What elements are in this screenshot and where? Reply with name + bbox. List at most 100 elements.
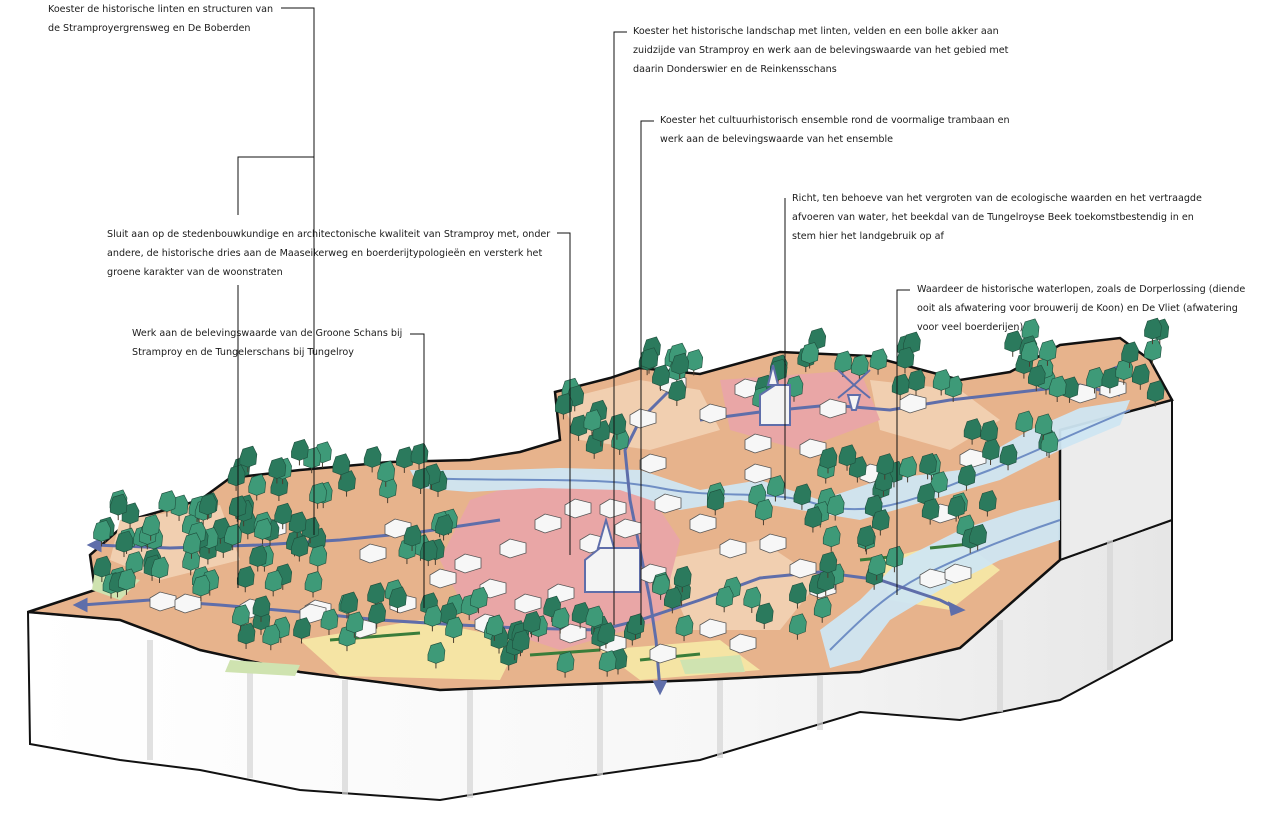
leader-line [281, 7, 315, 535]
house-icon [729, 633, 757, 654]
house-icon [899, 393, 927, 414]
tree-icon [947, 495, 966, 522]
arrow-icon [72, 597, 88, 613]
tree-icon [851, 354, 869, 381]
house-icon [919, 568, 947, 589]
annotation-urban-quality: Sluit aan op de stedenbouwkundige en arc… [107, 225, 550, 282]
annotation-line: zuidzijde van Stramproy en werk aan de b… [633, 45, 1009, 56]
tree-icon [706, 488, 725, 516]
tree-icon [896, 346, 915, 374]
tree-icon [875, 469, 893, 497]
tree-icon [183, 532, 201, 559]
tree-icon [346, 611, 364, 638]
tree-icon [227, 464, 246, 491]
green-meadow [680, 655, 745, 674]
tree-icon [819, 551, 838, 578]
annotation-historic-ribbons: Koester de historische linten en structu… [48, 0, 273, 38]
tree-icon [435, 514, 453, 541]
tree-icon [969, 523, 987, 551]
tree-icon [932, 369, 951, 396]
tree-icon [668, 379, 687, 406]
house-icon [744, 463, 772, 484]
tree-icon [199, 493, 217, 520]
tree-icon [192, 574, 211, 602]
annotation-line: Waardeer de historische waterlopen, zoal… [917, 284, 1246, 295]
church-icon [584, 516, 641, 593]
tree-icon [585, 605, 604, 632]
annotation-line: voor veel boerderijen) [917, 322, 1024, 333]
arrow-icon [652, 680, 668, 696]
tree-icon [1144, 338, 1162, 366]
annotation-tramway-ensemble: Koester het cultuurhistorisch ensemble r… [660, 111, 1010, 149]
house-icon [944, 563, 972, 584]
house-icon [699, 618, 727, 639]
tree-icon [109, 493, 128, 521]
tree-icon [1115, 358, 1134, 385]
tree-icon [142, 514, 160, 541]
tree-icon [237, 622, 256, 649]
annotation-line: Koester de historische linten en structu… [48, 4, 274, 15]
tree-icon [755, 498, 773, 526]
church-icon [759, 364, 791, 426]
house-icon [534, 513, 562, 534]
tree-icon [268, 457, 287, 484]
leader-line [640, 120, 654, 625]
leader-line [237, 156, 314, 215]
leader-lines [237, 7, 910, 625]
tree-icon [868, 553, 886, 581]
leader-line [896, 289, 910, 595]
tree-icon [288, 511, 307, 538]
tree-icon [403, 524, 422, 551]
tree-icon [291, 535, 309, 562]
tree-icon [224, 523, 242, 551]
tree-icon [293, 617, 311, 644]
tree-icon [597, 622, 616, 649]
annotation-line: andere, de historische dries aan de Maas… [107, 248, 543, 259]
tree-icon [899, 456, 917, 483]
tree-icon [1028, 364, 1046, 392]
house-icon [454, 553, 482, 574]
tree-icon [1048, 375, 1067, 403]
tree-icon [551, 607, 570, 634]
house-icon [559, 623, 587, 644]
annotation-historic-watercourses: Waardeer de historische waterlopen, zoal… [917, 280, 1245, 337]
tree-icon [838, 444, 857, 471]
tree-icon [675, 614, 694, 642]
windmill-icon [837, 369, 871, 411]
annotation-line: Koester het cultuurhistorisch ensemble r… [660, 115, 1010, 126]
tree-icon [555, 393, 573, 420]
house-icon [499, 538, 527, 559]
tree-icon [872, 509, 890, 536]
tree-icon [907, 369, 926, 396]
tree-icon [304, 571, 323, 598]
tree-icon [252, 595, 271, 622]
tree-icon [158, 490, 177, 517]
tree-icon [598, 650, 617, 677]
tree-icon [819, 447, 838, 474]
tree-icon [652, 364, 670, 391]
tree-icon [377, 460, 396, 487]
tree-icon [151, 556, 169, 583]
tree-icon [999, 443, 1018, 471]
tree-icon [1121, 341, 1139, 368]
tree-icon [363, 446, 382, 473]
house-icon [759, 533, 787, 554]
tree-icon [309, 544, 328, 572]
tree-icon [1015, 410, 1034, 437]
tree-icon [291, 439, 309, 466]
tree-icon [424, 604, 442, 632]
tree-icon [412, 467, 430, 494]
tree-icon [274, 502, 293, 530]
house-icon [564, 498, 592, 519]
tree-icon [789, 613, 807, 640]
house-icon [689, 513, 717, 534]
leader-line [410, 333, 425, 608]
tree-icon [857, 525, 875, 552]
tree-icon [389, 586, 407, 613]
tree-icon [332, 453, 351, 480]
tree-icon [963, 418, 982, 445]
annotation-line: Koester het historische landschap met li… [633, 26, 999, 37]
leader-line [613, 31, 627, 625]
tree-icon [262, 623, 281, 651]
